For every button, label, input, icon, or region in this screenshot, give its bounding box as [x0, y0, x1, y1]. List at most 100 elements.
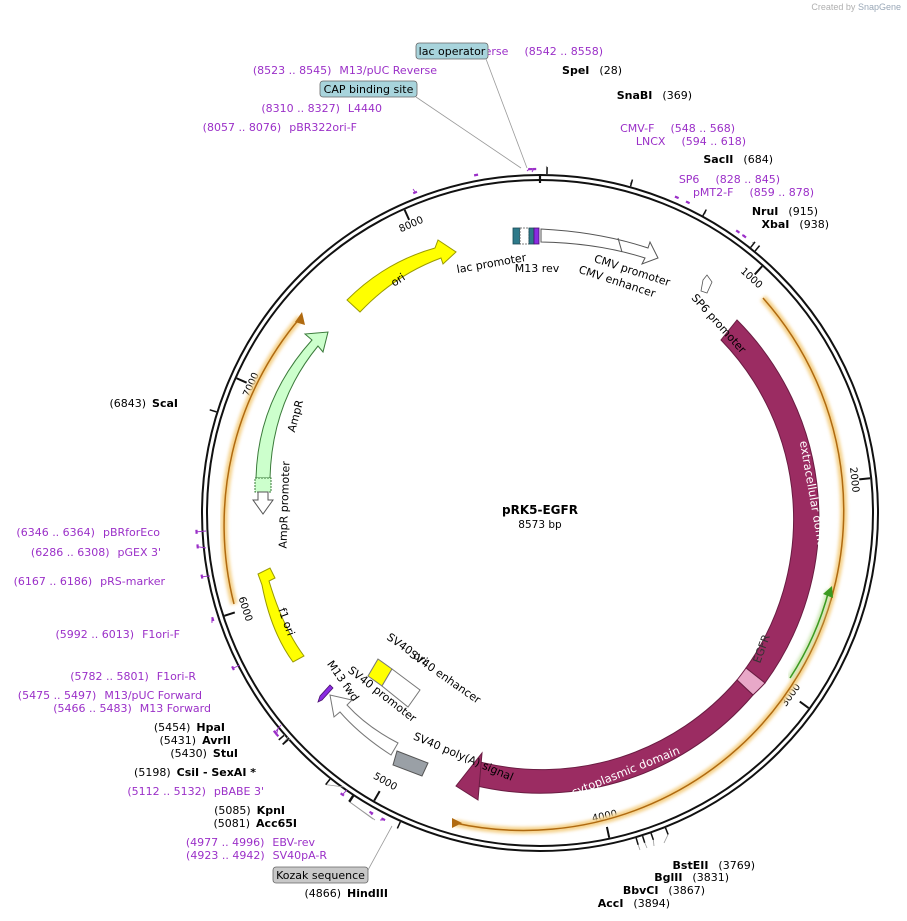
enzyme-name: HpaI — [196, 721, 225, 734]
enzyme-label-bbvci[interactable]: BbvCI (3867) — [623, 884, 705, 897]
primer-label-pbr322ori-f[interactable]: (8057 .. 8076)pBR322ori-F — [203, 121, 357, 134]
enzyme-pos: (3894) — [633, 897, 670, 910]
snapgene-credit: Created by SnapGene — [811, 2, 901, 12]
enzyme-name: HindIII — [347, 887, 388, 900]
ampr-promoter-box — [254, 477, 272, 493]
enzyme-pos: (3831) — [692, 871, 729, 884]
primer-label-f1ori-f[interactable]: (5992 .. 6013)F1ori-F — [56, 628, 181, 641]
primer-label-sp6[interactable]: SP6(828 .. 845) — [679, 173, 780, 186]
enzyme-name: KpnI — [257, 804, 285, 817]
primer-label-m13-puc-reverse[interactable]: (8523 .. 8545)M13/pUC Reverse — [253, 64, 437, 77]
sp6-arrow — [700, 274, 713, 294]
enzyme-leader-kpni — [348, 801, 374, 820]
plasmid-name: pRK5-EGFR — [502, 503, 578, 517]
primer-pos: (594 .. 618) — [681, 135, 746, 148]
m13rev-box — [533, 227, 540, 245]
primer-pos: (8542 .. 8558) — [524, 45, 603, 58]
scale-label-6000: 6000 — [236, 595, 254, 623]
primer-mark-l4440 — [473, 173, 479, 177]
enzyme-leader-bbvci — [644, 842, 648, 849]
primer-mark-pbabe-3 — [339, 792, 345, 797]
enzyme-label-hindiii[interactable]: (4866) HindIII — [304, 887, 388, 900]
primer-label-pbrforeco[interactable]: (6346 .. 6364)pBRforEco — [16, 526, 160, 539]
box-leader-kozak-sequence — [367, 825, 393, 871]
enzyme-label-csii-sexai[interactable]: (5198)CsiI - SexAI * — [134, 766, 256, 779]
primer-name: L4440 — [348, 102, 382, 115]
primer-name: F1ori-R — [157, 670, 197, 683]
scale-tick-5000 — [373, 790, 381, 802]
orf-ampr-line — [223, 317, 301, 605]
enzyme-pos: (5454) — [154, 721, 191, 734]
cmv-divider — [617, 237, 623, 253]
primer-label-lncx[interactable]: LNCX(594 .. 618) — [636, 135, 746, 148]
primer-label-pgex-3[interactable]: (6286 .. 6308)pGEX 3' — [31, 546, 161, 559]
enzyme-label-bglii[interactable]: BglII (3831) — [654, 871, 729, 884]
site-markers — [195, 167, 761, 845]
enzyme-label-spei[interactable]: SpeI(28) — [562, 64, 622, 77]
enzyme-pos: (3867) — [668, 884, 705, 897]
enzyme-label-xbai[interactable]: XbaI(938) — [762, 218, 829, 231]
enzyme-label-acci[interactable]: AccI(3894) — [598, 897, 670, 910]
enzyme-name: SnaBI — [617, 89, 653, 102]
scale-label-2000: 2000 — [847, 467, 861, 493]
enzyme-pos: (684) — [743, 153, 773, 166]
enzyme-label-bsteii[interactable]: BstEII(3769) — [673, 859, 755, 872]
inner-features: ori AmpR AmpR promoter f1 ori lac promot… — [252, 227, 749, 784]
enzyme-label-kpni[interactable]: (5085)KpnI — [214, 804, 285, 817]
primer-pos: (8057 .. 8076) — [203, 121, 282, 134]
primer-label-cmv-f[interactable]: CMV-F(548 .. 568) — [620, 122, 735, 135]
primer-label-prs-marker[interactable]: (6167 .. 6186)pRS-marker — [14, 575, 166, 588]
primer-pos: (8523 .. 8545) — [253, 64, 332, 77]
enzyme-pos: (5430) — [170, 747, 207, 760]
primer-name: F1ori-F — [142, 628, 180, 641]
primer-label-sv40pa-r[interactable]: (4923 .. 4942)SV40pA-R — [186, 849, 327, 862]
primer-mark-ebv-rev — [368, 810, 374, 815]
enzyme-label-sacii[interactable]: SacII (684) — [703, 153, 773, 166]
primer-name: EBV-rev — [272, 836, 315, 849]
enzyme-label-avrii[interactable]: (5431)AvrII — [160, 734, 231, 747]
f1ori-arrow — [257, 567, 305, 663]
sv40-enhancer-box — [381, 668, 421, 708]
enzyme-label-scai[interactable]: (6843)ScaI — [109, 397, 178, 410]
primer-label-m13-puc-forward[interactable]: (5475 .. 5497) M13/pUC Forward — [18, 689, 202, 702]
sv40-promoter-arrow — [329, 694, 399, 756]
primer-label-pmt2-f[interactable]: pMT2-F(859 .. 878) — [693, 186, 814, 199]
enzyme-label-acc65i[interactable]: (5081)Acc65I — [213, 817, 297, 830]
primer-mark-sp6 — [735, 229, 741, 234]
enzyme-label-nrui[interactable]: NruI(915) — [752, 205, 818, 218]
box-lac-operator[interactable] — [415, 42, 489, 60]
primer-mark-m13-forward — [274, 732, 280, 737]
primer-label-f1ori-r[interactable]: (5782 .. 5801)F1ori-R — [70, 670, 196, 683]
scale-label-8000: 8000 — [398, 215, 426, 235]
enzyme-name: BglII — [654, 871, 682, 884]
enzyme-label-hpai[interactable]: (5454) HpaI — [154, 721, 225, 734]
sv40-polya-box — [392, 750, 429, 777]
scale-label-5000: 5000 — [371, 771, 399, 793]
enzyme-label-stui[interactable]: (5430) StuI — [170, 747, 238, 760]
ampr-label: AmpR — [285, 398, 306, 433]
ampr-promoter-label: AmpR promoter — [276, 460, 292, 548]
box-label-kozak-sequence: Kozak sequence — [276, 869, 365, 882]
primer-label-ebv-rev[interactable]: (4977 .. 4996)EBV-rev — [186, 836, 316, 849]
enzyme-pos: (4866) — [304, 887, 341, 900]
box-label-lac-operator: lac operator — [419, 45, 486, 58]
m13fwd-arrow — [317, 684, 334, 703]
primer-mark-sv40pa-r — [380, 817, 386, 822]
primer-label-l4440[interactable]: (8310 .. 8327)L4440 — [261, 102, 382, 115]
enzyme-leader-csii-sexai — [325, 784, 345, 788]
enzyme-leader-spei — [545, 165, 548, 168]
enzyme-name: SacII — [703, 153, 733, 166]
primer-name: M13 Forward — [140, 702, 211, 715]
primer-pos: (5475 .. 5497) — [18, 689, 97, 702]
enzyme-name: StuI — [213, 747, 238, 760]
primer-name: M13/pUC Forward — [104, 689, 202, 702]
box-kozak-sequence[interactable] — [272, 866, 369, 884]
primer-label-pbabe-3[interactable]: (5112 .. 5132)pBABE 3' — [127, 785, 264, 798]
enzyme-name: BbvCI — [623, 884, 659, 897]
primer-name: pRS-marker — [100, 575, 165, 588]
primer-mark-f1ori-f — [211, 616, 215, 622]
primer-label-m13-forward[interactable]: (5466 .. 5483)M13 Forward — [53, 702, 211, 715]
box-cap-binding-site[interactable] — [319, 80, 418, 98]
enzyme-pos: (5431) — [160, 734, 197, 747]
enzyme-label-snabi[interactable]: SnaBI(369) — [617, 89, 692, 102]
